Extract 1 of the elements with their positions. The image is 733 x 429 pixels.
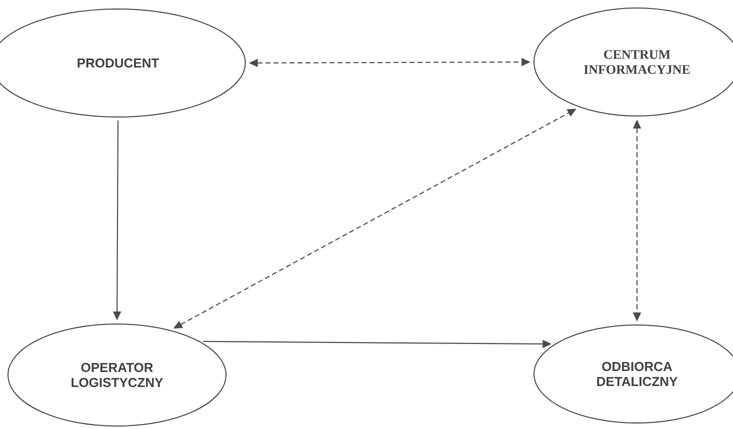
- ellipse-node: OPERATOR LOGISTYCZNY: [8, 324, 226, 426]
